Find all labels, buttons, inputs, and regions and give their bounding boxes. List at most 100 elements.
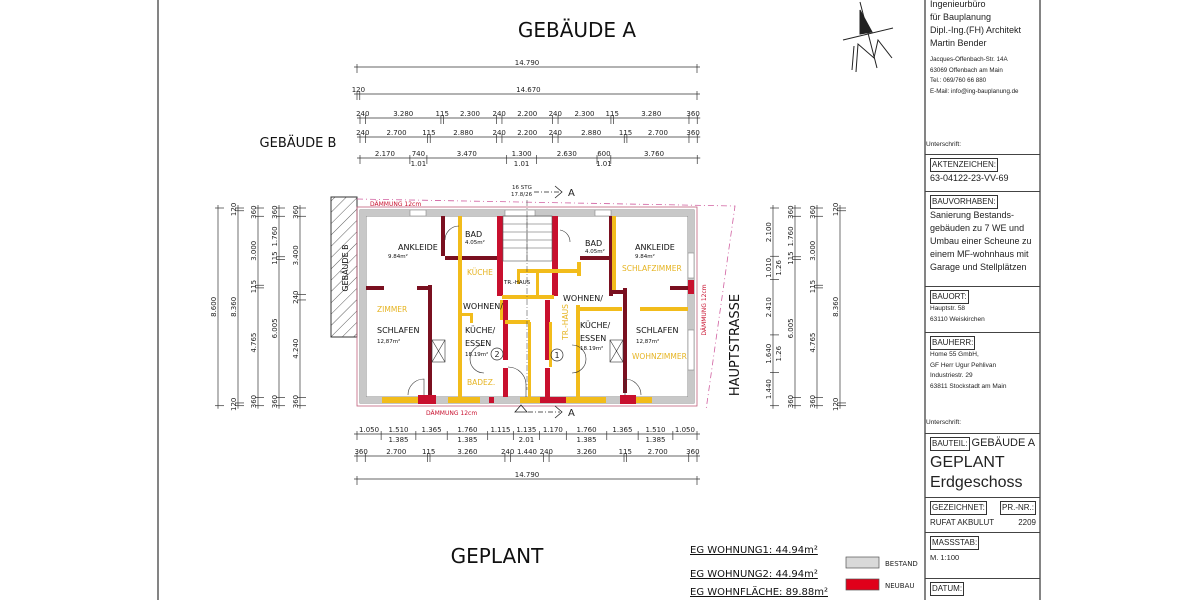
project-no-value: 2209	[1018, 518, 1036, 527]
dimension-label: 2.200	[517, 129, 537, 137]
area-wohnung2: EG WOHNUNG2: 44.94m²	[690, 569, 818, 580]
client-label: BAUHERR:	[930, 336, 976, 350]
office-line: Dipl.-Ing.(FH) Architekt	[930, 25, 1022, 35]
dimension-sublabel: 1.26	[775, 260, 783, 276]
dimension-label: 360	[271, 395, 279, 408]
dimension-label: 120	[230, 398, 238, 411]
site-line: Hauptstr. 58	[930, 305, 966, 312]
existing-label-zimmer: ZIMMER	[377, 305, 407, 314]
section-arrow-icon	[554, 405, 563, 419]
dimension-label: 360	[787, 395, 795, 408]
dimension-label: 115	[809, 280, 817, 293]
room-treppenhaus: TR.-HAUS	[503, 280, 531, 286]
dimension-sublabel: 1.385	[577, 436, 597, 444]
dimension-label: 1.050	[675, 426, 695, 434]
room-bad-right: BAD	[585, 239, 602, 248]
dimension-label: 2.700	[648, 448, 668, 456]
property-line	[356, 198, 736, 411]
stair-note: 16 STG	[512, 185, 532, 191]
office-line: für Bauplanung	[930, 12, 992, 22]
dimension-sublabel: 2.01	[519, 436, 535, 444]
entrance-arrow-icon	[514, 404, 528, 413]
existing-label-schlafzimmer: SCHLAFZIMMER	[622, 264, 682, 273]
dimension-label: 4.765	[809, 333, 817, 353]
room-ankleide-left: ANKLEIDE	[398, 243, 438, 252]
dimension-label: 240	[356, 110, 369, 118]
drawn-by-value: RUFAT AKBULUT	[930, 518, 995, 527]
project-line: gebäuden zu 7 WE und	[930, 223, 1025, 233]
dimension-sublabel: 1.385	[645, 436, 665, 444]
status-value: GEPLANT	[930, 454, 1005, 471]
dimension-sublabel: 1.01	[596, 160, 612, 168]
dimension-label: 1.050	[359, 426, 379, 434]
legend-swatch-neubau	[845, 578, 880, 591]
room-schlafen-right: SCHLAFEN	[636, 326, 678, 335]
dimension-label: 3.260	[457, 448, 477, 456]
dimension-label: 1.760	[457, 426, 477, 434]
section-arrow-icon	[554, 185, 563, 199]
site-label: BAUORT:	[930, 290, 969, 304]
dimension-label: 360	[354, 448, 367, 456]
existing-interior-walls	[366, 216, 688, 395]
address-line: Tel.: 069/760 66 880	[930, 77, 987, 84]
legend-swatch-bestand	[845, 556, 880, 569]
client-line: Home 55 GmbH,	[930, 351, 979, 358]
dimension-label: 2.700	[386, 448, 406, 456]
dimension-label: 1.300	[512, 150, 532, 158]
title-block-scale: MASSSTAB: M. 1:100	[926, 533, 1039, 564]
dimension-sublabel: 1.01	[514, 160, 530, 168]
part-label: BAUTEIL:	[930, 437, 970, 451]
neighbor-building-b	[330, 196, 358, 338]
section-marker-bottom: A	[568, 408, 575, 419]
client-line: 63811 Stockstadt am Main	[930, 382, 1007, 390]
dimension-label: 600	[597, 150, 610, 158]
dimension-label: 240	[493, 129, 506, 137]
dimension-label: 120	[832, 203, 840, 216]
dimension-label: 115	[250, 280, 258, 293]
insulation-label-top: DÄMMUNG 12cm	[370, 201, 421, 208]
area-wohnung1: EG WOHNUNG1: 44.94m²	[690, 545, 818, 556]
divider	[925, 433, 1040, 434]
dimension-label: 360	[686, 110, 699, 118]
client-signature-label: Unterschrift:	[926, 419, 962, 426]
apartment-marker-1	[550, 348, 564, 362]
title-block-client: BAUHERR: Home 55 GmbH, GF Herr Ugur Pehl…	[926, 333, 1039, 392]
dimension-label: 115	[606, 110, 619, 118]
dimension-label: 6.005	[787, 318, 795, 338]
dimension-label: 3.260	[577, 448, 597, 456]
insulation-outline	[356, 206, 698, 407]
dimension-label: 360	[809, 205, 817, 218]
dimension-label: 3.000	[809, 241, 817, 261]
dimension-label: 6.005	[271, 318, 279, 338]
dimension-label: 3.760	[644, 150, 664, 158]
plan-state-label: GEPLANT	[451, 544, 544, 568]
apartment-marker-1-label: 1	[554, 351, 559, 360]
part-value: GEBÄUDE A	[971, 437, 1036, 449]
site-line: 63110 Weiskirchen	[930, 315, 985, 323]
dimension-label: 240	[356, 129, 369, 137]
doors	[407, 225, 642, 397]
dimension-label: 2.170	[375, 150, 395, 158]
existing-label-treppenhaus: TR.-HAUS	[561, 304, 570, 341]
dimension-sublabel: 1.385	[388, 436, 408, 444]
room-essen-left: ESSEN	[465, 339, 491, 348]
dimension-label: 1.115	[490, 426, 510, 434]
dimension-label: 115	[422, 129, 435, 137]
dimension-label: 2.700	[387, 129, 407, 137]
room-area: 12,87m²	[636, 338, 659, 345]
title-block-project: BAUVORHABEN: Sanierung Bestands- gebäude…	[926, 192, 1039, 274]
title-block-date: DATUM:	[926, 579, 1039, 596]
apartment-marker-2-label: 2	[494, 350, 499, 359]
title-block-part: BAUTEIL: GEBÄUDE A GEPLANT Erdgeschoss	[926, 434, 1039, 493]
dimension-label: 2.880	[581, 129, 601, 137]
client-line: GF Herr Ugur Pehlivan	[930, 361, 997, 369]
dimension-label: 360	[250, 395, 258, 408]
existing-label-kueche: KÜCHE	[467, 268, 493, 277]
street-label: HAUPTSTRASSE	[728, 294, 743, 396]
divider	[925, 286, 1040, 287]
divider	[925, 154, 1040, 155]
dimension-label: 360	[809, 395, 817, 408]
room-area: 18.19m²	[465, 351, 488, 358]
dimension-label: 360	[250, 205, 258, 218]
